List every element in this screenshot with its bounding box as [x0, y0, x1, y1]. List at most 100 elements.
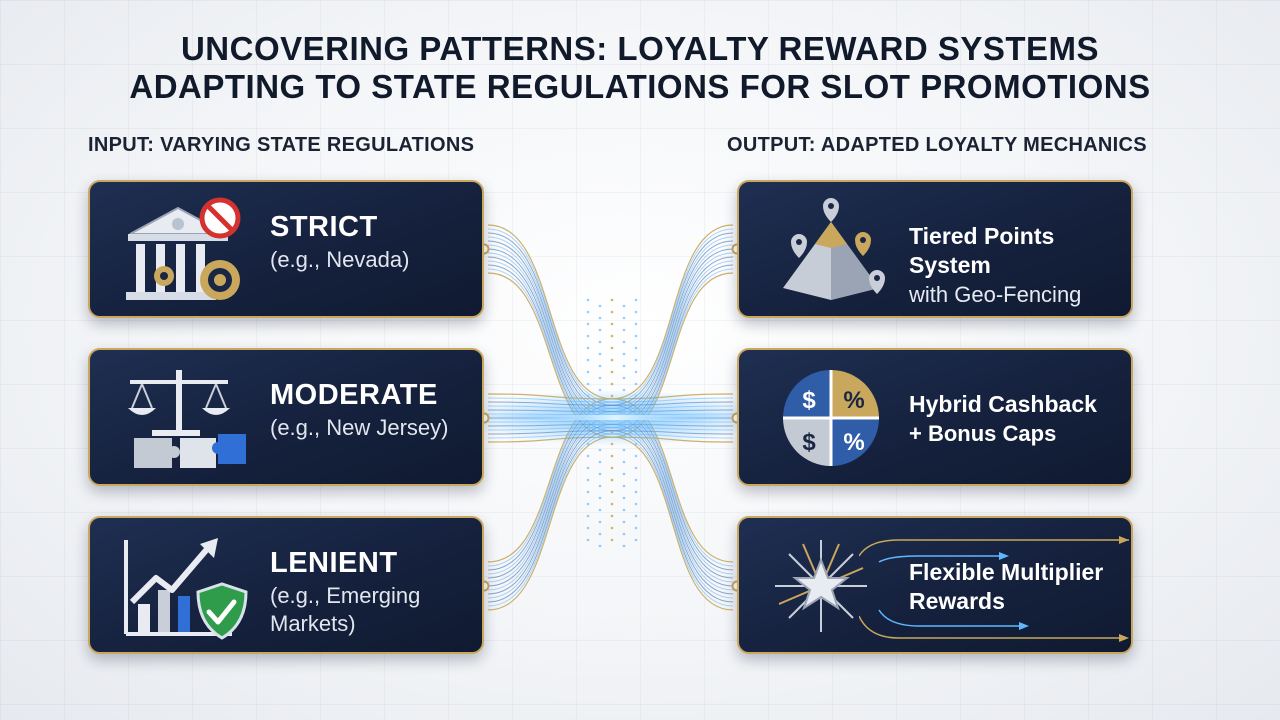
flow-dot [598, 544, 602, 548]
flow-dot [610, 442, 614, 446]
flow-dot [622, 328, 626, 332]
flow-dot [598, 352, 602, 356]
flow-line [487, 433, 734, 607]
input-card-moderate: MODERATE (e.g., New Jersey) [88, 348, 484, 486]
flow-dot [598, 472, 602, 476]
flow-dot [610, 310, 614, 314]
title-line-1: UNCOVERING PATTERNS: LOYALTY REWARD SYST… [180, 30, 1100, 67]
flow-line [487, 244, 734, 416]
flow-dot [586, 334, 590, 338]
output-title-line-2: + Bonus Caps [909, 421, 1057, 446]
flow-line [487, 420, 734, 591]
input-level-label: LENIENT [270, 547, 398, 579]
flow-dot [634, 382, 638, 386]
flow-dot [634, 514, 638, 518]
flow-dot [622, 460, 626, 464]
flow-dot [634, 358, 638, 362]
flow-dot [610, 490, 614, 494]
flow-line [487, 228, 734, 403]
flow-dot [610, 322, 614, 326]
input-card-strict: STRICT (e.g., Nevada) [88, 180, 484, 318]
flow-dot [586, 430, 590, 434]
flow-dot [586, 490, 590, 494]
flow-dot [610, 430, 614, 434]
flow-line [487, 236, 734, 409]
flow-dot [622, 400, 626, 404]
output-card-flexible-multiplier: Flexible Multiplier Rewards [737, 516, 1133, 654]
flow-dot [622, 316, 626, 320]
flow-dot [586, 466, 590, 470]
flow-dot [634, 346, 638, 350]
flow-dot [634, 466, 638, 470]
input-card-lenient: LENIENT (e.g., Emerging Markets) [88, 516, 484, 654]
page-title: UNCOVERING PATTERNS: LOYALTY REWARD SYST… [0, 30, 1280, 106]
flow-dot [622, 520, 626, 524]
flow-dot [622, 352, 626, 356]
flow-dot [598, 484, 602, 488]
flow-dot [586, 502, 590, 506]
flow-line [487, 427, 734, 599]
flow-dot [610, 538, 614, 542]
pyramid-with-location-pins-icon [783, 198, 885, 300]
flow-dot [634, 490, 638, 494]
bank-with-gears-and-prohibition-icon [126, 197, 241, 300]
flow-line [487, 436, 734, 611]
flow-dot [610, 346, 614, 350]
flow-dot [598, 328, 602, 332]
title-line-2: ADAPTING TO STATE REGULATIONS FOR SLOT P… [129, 68, 1151, 105]
pie-symbol-4: % [843, 429, 864, 456]
flow-dot [610, 514, 614, 518]
flow-line [487, 423, 734, 595]
flow-line [487, 430, 734, 603]
flow-dot [622, 472, 626, 476]
flow-dot [634, 298, 638, 302]
flow-dot [634, 538, 638, 542]
flow-dot [586, 454, 590, 458]
flow-dot [622, 484, 626, 488]
flow-dot [586, 442, 590, 446]
flow-dot [610, 394, 614, 398]
flow-dot [610, 298, 614, 302]
flow-dot [610, 358, 614, 362]
flow-dot [598, 460, 602, 464]
flow-dot [610, 370, 614, 374]
flow-dot [622, 532, 626, 536]
input-column-heading: INPUT: VARYING STATE REGULATIONS [88, 134, 475, 156]
flow-dot [622, 340, 626, 344]
flow-dot [610, 502, 614, 506]
flow-dot [634, 454, 638, 458]
flow-dot [598, 520, 602, 524]
flow-dot [634, 394, 638, 398]
flow-line [487, 224, 734, 400]
multiplier-arrows [859, 536, 1129, 642]
flow-dot [634, 334, 638, 338]
flow-dot [598, 448, 602, 452]
output-card-tiered-points: Tiered Points System with Geo-Fencing [737, 180, 1133, 318]
flow-dot [586, 538, 590, 542]
center-beam [480, 415, 750, 420]
flow-dot [586, 526, 590, 530]
flow-dot [622, 448, 626, 452]
flow-dot [622, 388, 626, 392]
output-card-hybrid-cashback: $ % $ % Hybrid Cashback + Bonus Caps [737, 348, 1133, 486]
flow-dot [586, 322, 590, 326]
flow-line [487, 240, 734, 413]
flow-dot [598, 304, 602, 308]
flow-dot [622, 364, 626, 368]
flow-dot [598, 340, 602, 344]
input-example-label: (e.g., New Jersey) [270, 415, 449, 440]
pie-symbol-1: $ [802, 387, 816, 414]
output-column-heading: OUTPUT: ADAPTED LOYALTY MECHANICS [727, 134, 1147, 156]
flow-dot [634, 526, 638, 530]
flow-dot [634, 370, 638, 374]
flow-dot [610, 382, 614, 386]
flow-dot [598, 532, 602, 536]
flow-dot [586, 478, 590, 482]
flow-dot [586, 358, 590, 362]
pie-symbol-2: % [843, 387, 864, 414]
flow-dot [598, 496, 602, 500]
flow-dot [586, 370, 590, 374]
pie-symbol-3: $ [802, 429, 816, 456]
flow-dot [622, 544, 626, 548]
scales-and-puzzle-icon [128, 370, 246, 468]
